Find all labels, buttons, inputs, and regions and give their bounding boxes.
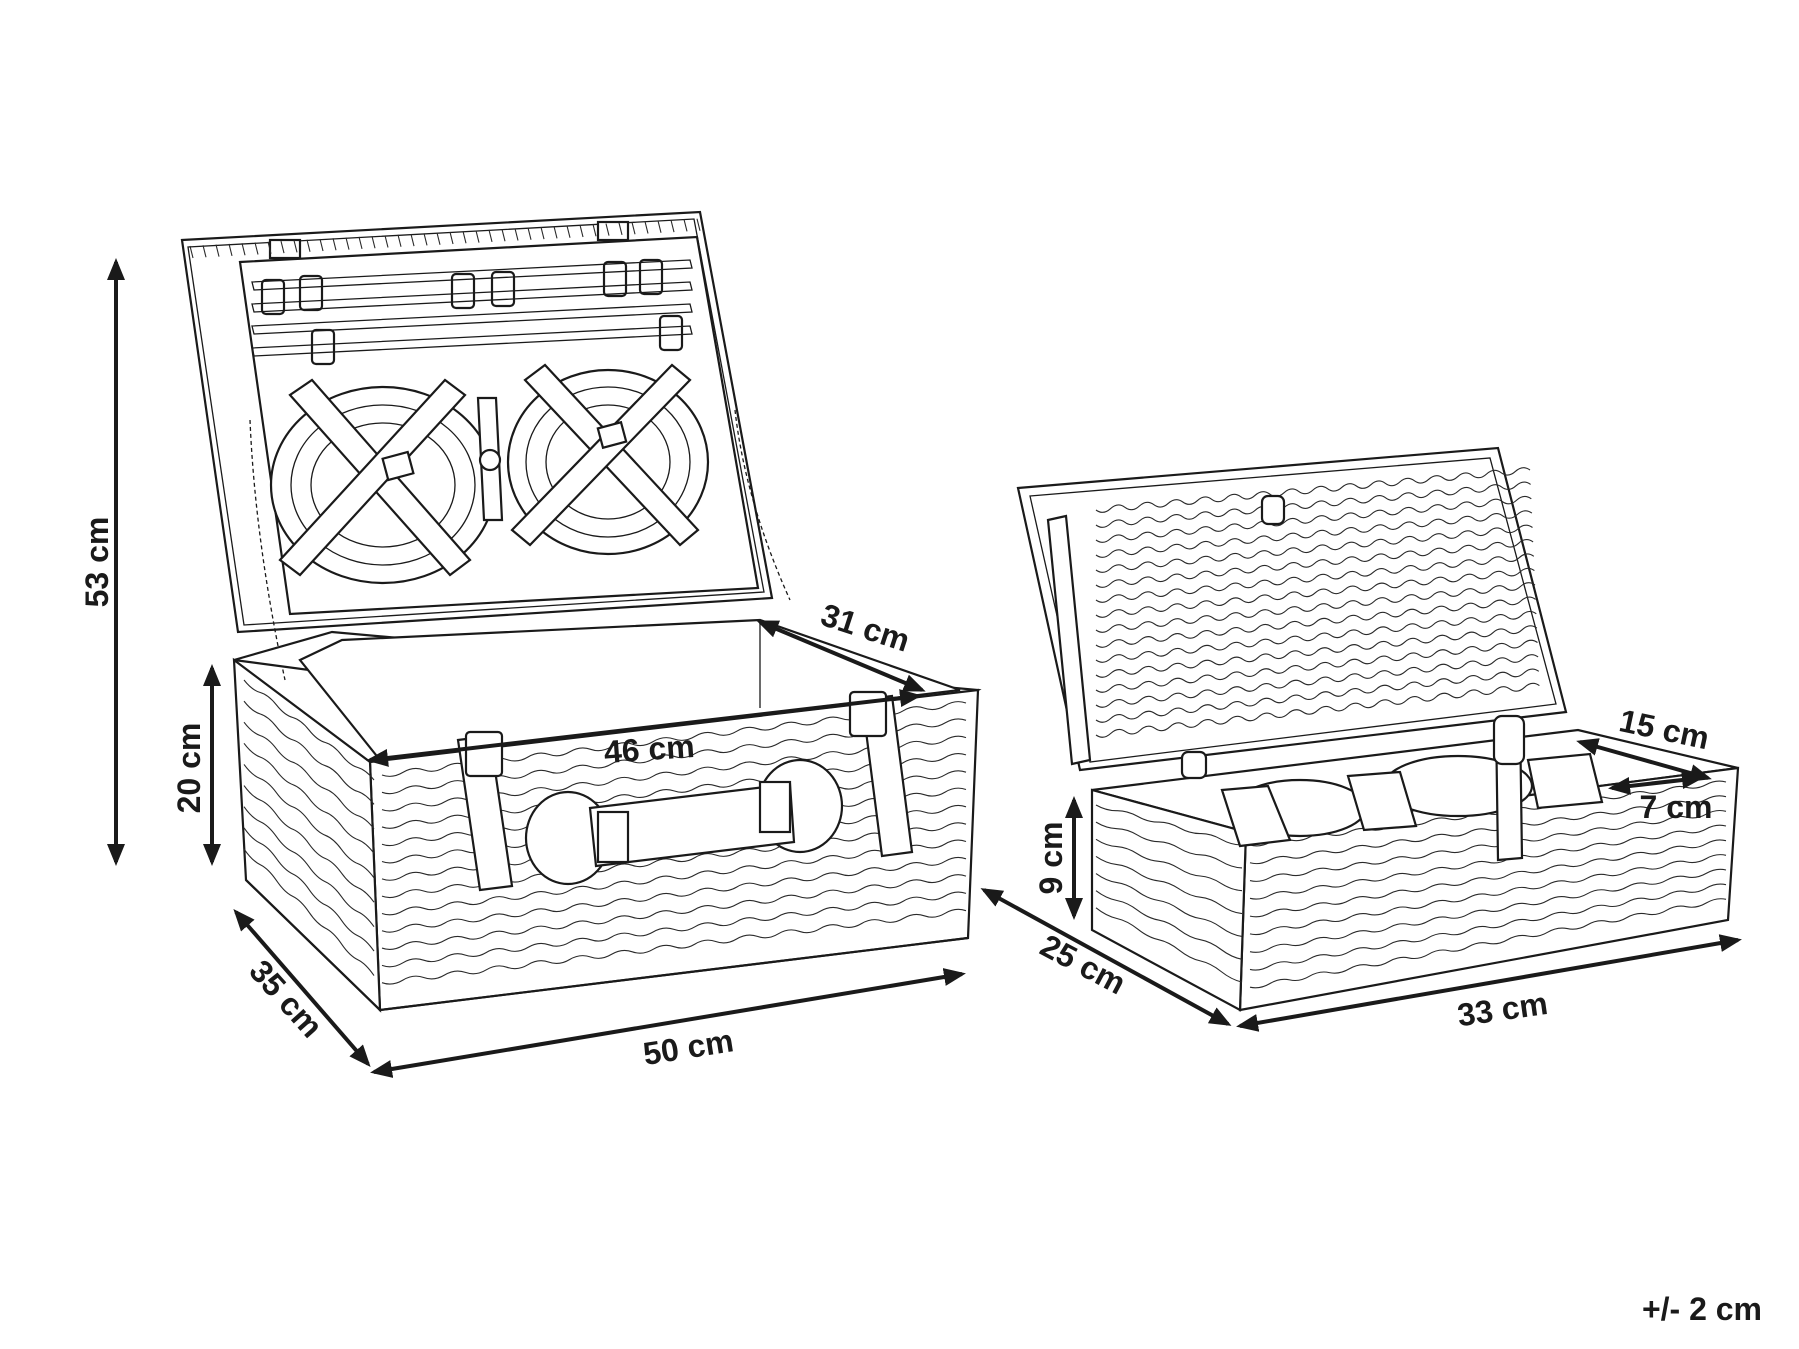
arrow-depth-large	[233, 908, 371, 1068]
label-width-small: 33 cm	[1455, 985, 1550, 1033]
dimension-arrows	[107, 258, 1742, 1078]
arrow-depth-small	[980, 888, 1232, 1026]
small-basket-lid	[1016, 446, 1568, 772]
label-width-large: 50 cm	[641, 1022, 736, 1072]
plate-right	[506, 363, 710, 556]
label-depth-large: 35 cm	[242, 953, 329, 1045]
large-basket-body	[232, 618, 982, 1013]
large-basket-illustration	[180, 210, 982, 1013]
arrow-width-large	[370, 968, 966, 1078]
plate-left	[269, 378, 497, 585]
large-basket-lid	[180, 210, 791, 681]
front-handle	[524, 758, 844, 886]
label-height-total-large: 53 cm	[79, 517, 115, 608]
label-compartment-depth-small: 7 cm	[1640, 789, 1713, 825]
label-inner-width-large: 46 cm	[603, 728, 696, 770]
label-height-small: 9 cm	[1033, 822, 1069, 895]
arrow-width-small	[1236, 934, 1742, 1032]
arrow-compartment-depth-small	[1608, 771, 1704, 795]
small-basket-illustration	[1016, 446, 1740, 1012]
corkscrew	[476, 396, 504, 522]
label-height-body-large: 20 cm	[171, 723, 207, 814]
arrow-inner-depth-large	[756, 620, 926, 692]
arrow-inner-width-large	[366, 689, 922, 767]
tolerance-note: +/- 2 cm	[1642, 1291, 1762, 1327]
